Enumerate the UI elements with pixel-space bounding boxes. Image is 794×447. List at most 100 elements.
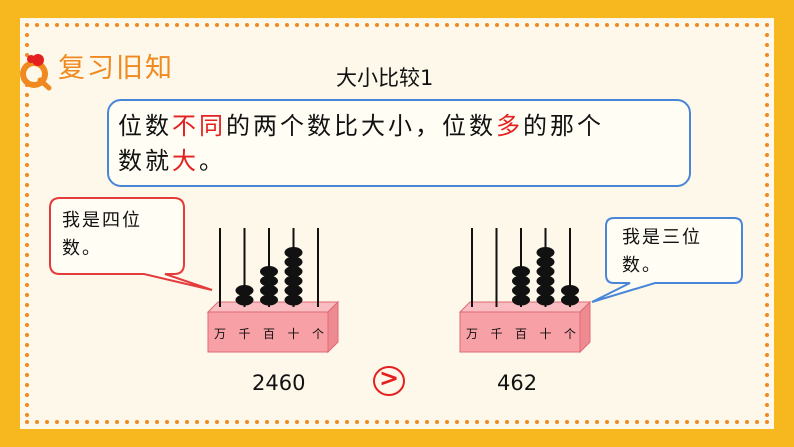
border-dot	[765, 420, 769, 424]
border-dot	[305, 23, 309, 27]
border-dot	[605, 23, 609, 27]
border-dot	[55, 420, 59, 424]
border-dot	[95, 420, 99, 424]
abacus-bead	[536, 294, 555, 306]
border-dot	[735, 23, 739, 27]
border-dot	[765, 83, 769, 87]
border-dot	[715, 420, 719, 424]
border-dot	[695, 420, 699, 424]
abacus-bead	[536, 275, 555, 287]
border-dot	[465, 420, 469, 424]
border-dot	[475, 23, 479, 27]
border-dot	[525, 420, 529, 424]
border-dot	[615, 420, 619, 424]
border-dot	[295, 420, 299, 424]
border-dot	[675, 420, 679, 424]
right-speech-text: 我是三位 数。	[622, 224, 702, 280]
border-dot	[25, 243, 29, 247]
border-dot	[465, 23, 469, 27]
border-dot	[25, 333, 29, 337]
border-dot	[405, 420, 409, 424]
border-dot	[25, 203, 29, 207]
right-speech-line1: 我是三位	[622, 227, 702, 248]
border-dot	[625, 23, 629, 27]
border-dot	[25, 413, 29, 417]
border-dot	[745, 420, 749, 424]
comparison-symbol: >	[378, 364, 400, 392]
border-dot	[535, 420, 539, 424]
border-dot	[765, 403, 769, 407]
rule-segment: 的两个数比大小，位数	[226, 112, 496, 140]
border-dot	[495, 23, 499, 27]
border-dot	[765, 353, 769, 357]
border-dot	[575, 420, 579, 424]
border-dot	[25, 383, 29, 387]
border-dot	[25, 403, 29, 407]
abacus-bead	[561, 285, 579, 296]
border-dot	[25, 113, 29, 117]
abacus-bead	[260, 266, 278, 277]
border-dot	[75, 420, 79, 424]
border-dot	[375, 23, 379, 27]
abacus-place-label: 个	[564, 327, 576, 341]
rule-segment: 位数	[118, 112, 172, 140]
border-dot	[505, 23, 509, 27]
border-dot	[765, 343, 769, 347]
abacus-bead	[284, 285, 303, 296]
border-dot	[245, 23, 249, 27]
border-dot	[725, 420, 729, 424]
border-dot	[565, 23, 569, 27]
abacus-place-label: 个	[312, 327, 324, 341]
border-dot	[115, 420, 119, 424]
border-dot	[745, 23, 749, 27]
abacus-bead	[284, 256, 303, 268]
border-dot	[25, 173, 29, 177]
abacus-bead	[561, 294, 579, 306]
border-dot	[765, 363, 769, 367]
abacus-base-front	[459, 311, 581, 353]
border-dot	[765, 183, 769, 187]
right-speech-line2: 数。	[622, 255, 662, 276]
border-dot	[765, 233, 769, 237]
border-dot	[415, 420, 419, 424]
border-dot	[255, 23, 259, 27]
border-dot	[25, 143, 29, 147]
abacus-bead	[284, 247, 303, 258]
border-dot	[765, 153, 769, 157]
abacus-place-label: 千	[490, 327, 502, 341]
border-dot	[635, 23, 639, 27]
border-dot	[25, 313, 29, 317]
border-dot	[755, 23, 759, 27]
border-dot	[645, 420, 649, 424]
border-dot	[25, 183, 29, 187]
border-dot	[545, 420, 549, 424]
border-dot	[515, 23, 519, 27]
border-dot	[45, 23, 49, 27]
abacus-bead	[536, 256, 555, 268]
border-dot	[25, 323, 29, 327]
rule-segment: 数就	[118, 147, 172, 175]
border-dot	[595, 23, 599, 27]
border-dot	[715, 23, 719, 27]
border-dot	[345, 420, 349, 424]
abacus-bead	[260, 294, 278, 306]
border-dot	[765, 63, 769, 67]
border-dot	[765, 163, 769, 167]
border-dot	[435, 420, 439, 424]
abacus-bead	[235, 294, 254, 306]
border-dot	[335, 420, 339, 424]
border-dot	[255, 420, 259, 424]
border-dot	[265, 420, 269, 424]
border-dot	[385, 420, 389, 424]
left-speech-line1: 我是四位	[62, 210, 142, 231]
border-dot	[25, 153, 29, 157]
border-dot	[765, 253, 769, 257]
border-dot	[155, 23, 159, 27]
border-dot	[25, 53, 29, 57]
q-chick-icon	[20, 54, 52, 91]
abacus-bead	[536, 266, 555, 277]
border-dot	[765, 393, 769, 397]
border-dot	[405, 23, 409, 27]
border-dot	[765, 143, 769, 147]
abacus-bead	[260, 285, 278, 296]
